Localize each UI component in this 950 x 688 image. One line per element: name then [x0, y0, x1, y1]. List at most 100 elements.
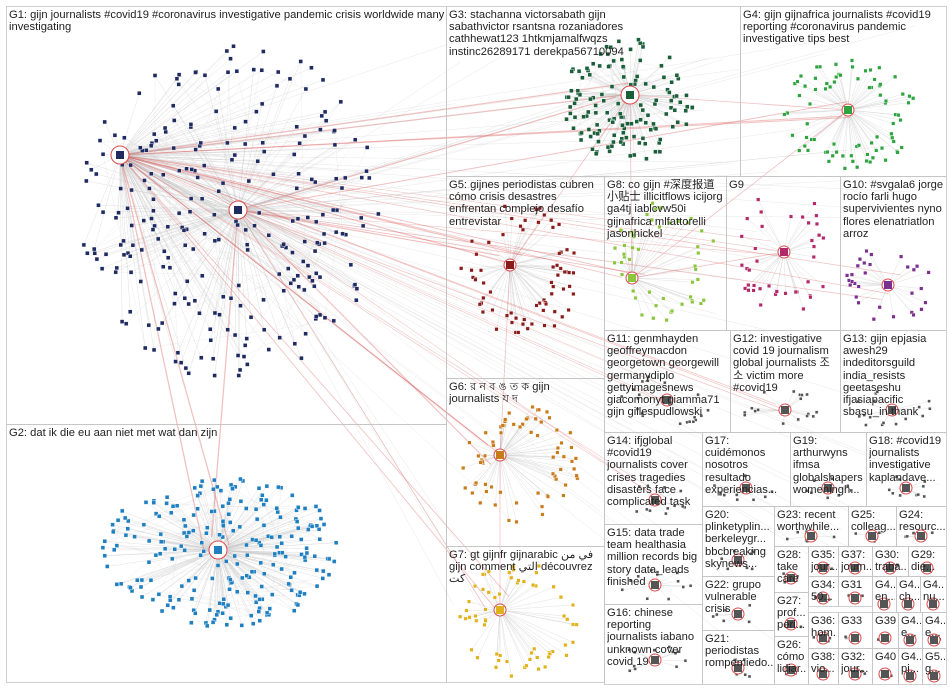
node: [587, 72, 592, 78]
node: [274, 544, 280, 550]
node: [146, 538, 152, 544]
inter-group-edge: [119, 154, 657, 497]
node: [834, 150, 839, 155]
edge: [847, 70, 866, 111]
node: [486, 590, 491, 595]
node: [173, 291, 178, 296]
edge: [237, 43, 525, 211]
node: [611, 139, 616, 145]
node: [536, 564, 541, 569]
node: [475, 655, 480, 660]
node: [645, 596, 649, 601]
node: [276, 484, 281, 490]
node: [212, 310, 218, 316]
node: [862, 413, 866, 417]
node: [572, 250, 577, 255]
edge: [811, 109, 849, 140]
node: [181, 517, 187, 523]
node: [812, 635, 816, 640]
node: [735, 497, 739, 502]
node: [745, 216, 750, 221]
edge: [197, 495, 219, 551]
node: [489, 484, 494, 489]
node: [891, 491, 895, 496]
edge: [847, 109, 886, 161]
node: [167, 594, 173, 599]
edge: [116, 209, 239, 269]
edge: [499, 609, 532, 653]
node: [130, 243, 136, 248]
inter-group-edge: [119, 154, 631, 274]
node: [581, 114, 586, 119]
edge: [499, 454, 564, 496]
node: [520, 322, 525, 327]
node: [302, 239, 307, 244]
node: [177, 168, 182, 173]
node: [151, 500, 157, 505]
node: [94, 256, 100, 262]
edge: [119, 154, 334, 211]
node: [636, 37, 641, 42]
node: [593, 103, 598, 108]
node: [218, 488, 224, 493]
node: [154, 138, 159, 143]
node: [632, 387, 636, 392]
node: [118, 581, 124, 587]
node: [903, 417, 908, 421]
node: [96, 203, 101, 208]
node: [192, 485, 197, 491]
node: [221, 523, 226, 528]
node: [288, 575, 293, 580]
node: [182, 243, 188, 248]
node: [235, 353, 241, 358]
edge: [298, 232, 337, 287]
edge: [471, 241, 511, 266]
edge: [887, 272, 929, 286]
node: [319, 113, 324, 119]
hub-node-icon: [807, 532, 815, 540]
node: [317, 274, 323, 280]
edge: [190, 126, 233, 160]
node: [467, 615, 472, 620]
node: [862, 260, 867, 265]
node: [800, 215, 805, 220]
node: [693, 264, 698, 269]
node: [930, 530, 934, 535]
node: [803, 84, 808, 89]
node: [191, 588, 197, 593]
node: [628, 47, 633, 52]
edge: [119, 93, 140, 156]
node: [685, 104, 690, 110]
node: [570, 602, 575, 607]
node: [898, 493, 902, 498]
node: [618, 228, 623, 233]
node: [632, 664, 636, 668]
node: [762, 390, 767, 395]
node: [643, 141, 648, 146]
node: [295, 273, 300, 278]
edge: [119, 154, 735, 643]
node: [228, 296, 234, 301]
node: [212, 373, 217, 378]
node: [536, 220, 541, 225]
node: [567, 104, 573, 110]
edge: [783, 251, 824, 287]
node: [536, 491, 541, 496]
node: [289, 534, 294, 539]
edge: [631, 265, 696, 279]
node: [507, 411, 512, 416]
edge: [237, 143, 300, 211]
node: [856, 300, 861, 305]
edge: [814, 109, 849, 140]
edge: [237, 209, 464, 552]
node: [509, 320, 514, 325]
inter-group-edge: [119, 116, 851, 156]
edge: [506, 264, 511, 316]
node: [534, 207, 539, 212]
node: [748, 603, 752, 608]
node: [161, 264, 166, 269]
edge: [119, 154, 633, 425]
node: [610, 120, 615, 125]
edge: [471, 609, 501, 650]
node: [322, 315, 328, 320]
